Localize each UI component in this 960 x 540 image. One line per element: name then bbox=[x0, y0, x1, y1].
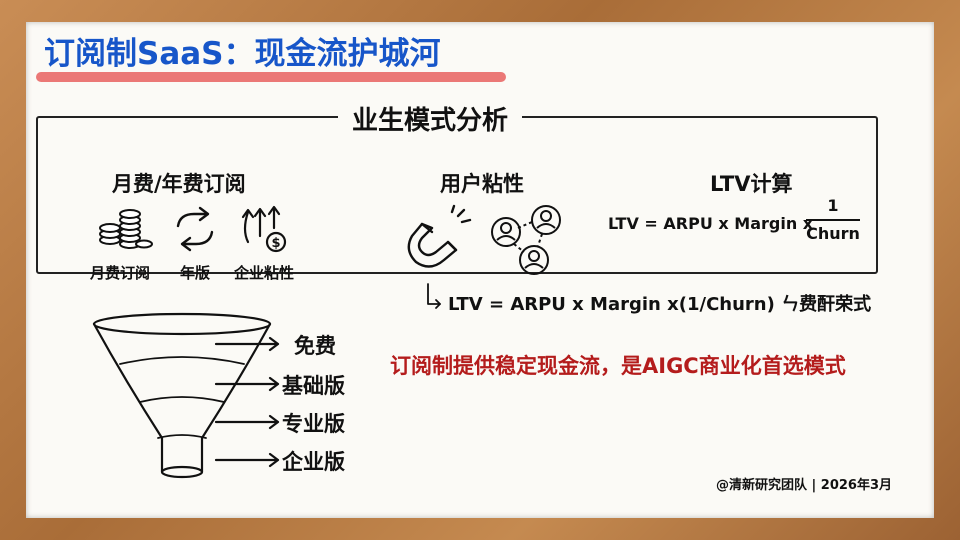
footer-credit: @清新研究团队 | 2026年3月 bbox=[716, 478, 893, 493]
fraction-numerator: 1 bbox=[827, 196, 839, 215]
coins-stack-icon bbox=[99, 209, 153, 249]
tier-free: 免费 bbox=[294, 334, 336, 358]
conclusion-text: 订阅制提供稳定现金流，是AIGC商业化首选模式 bbox=[390, 354, 846, 378]
ltv-title: LTV计算 bbox=[710, 172, 793, 196]
refresh-arrows-icon bbox=[176, 206, 214, 252]
funnel-icon bbox=[92, 312, 272, 479]
magnet-icon bbox=[407, 204, 472, 268]
section-title: 业生模式分析 bbox=[338, 100, 523, 137]
tier-enterprise: 企业版 bbox=[282, 450, 345, 474]
fraction-bar bbox=[806, 219, 860, 221]
title-underline bbox=[36, 72, 506, 82]
tier-basic: 基础版 bbox=[282, 374, 345, 398]
ltv-fraction: 1 Churn bbox=[806, 196, 860, 243]
fraction-denominator: Churn bbox=[806, 224, 860, 243]
page-title: 订阅制SaaS：现金流护城河 bbox=[44, 36, 441, 72]
corner-arrow-icon bbox=[427, 283, 441, 309]
users-network-icon bbox=[491, 205, 561, 275]
tier-arrows bbox=[214, 336, 280, 468]
tier-pro: 专业版 bbox=[282, 412, 345, 436]
item-label-enterprise: 企业粘性 bbox=[234, 264, 295, 282]
item-label-annual: 年版 bbox=[180, 264, 211, 282]
growth-arrows-dollar-icon: $ bbox=[241, 205, 287, 253]
subscription-title: 月费/年费订阅 bbox=[112, 172, 246, 196]
item-label-monthly: 月费订阅 bbox=[90, 264, 151, 282]
ltv-formula: LTV = ARPU x Margin x bbox=[608, 214, 814, 233]
formula-line: LTV = ARPU x Margin x(1/Churn) ㄣ费酐荣式 bbox=[448, 294, 872, 315]
svg-text:$: $ bbox=[271, 236, 280, 251]
stickiness-title: 用户粘性 bbox=[440, 172, 524, 196]
